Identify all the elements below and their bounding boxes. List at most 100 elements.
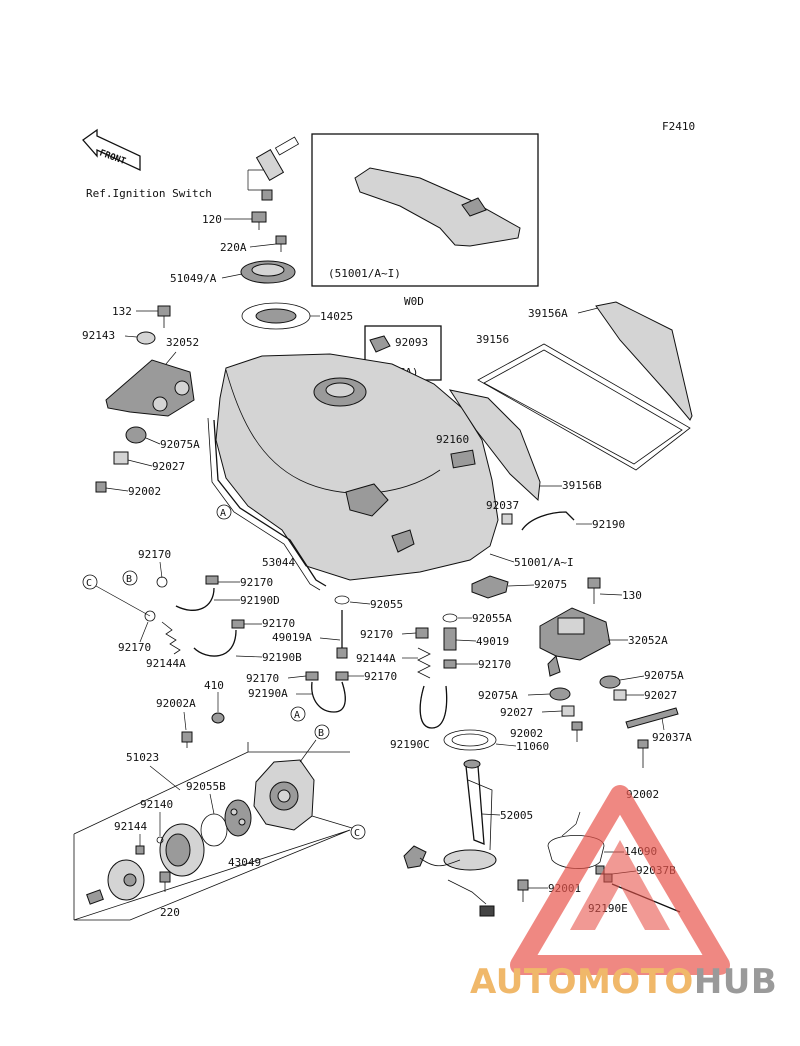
front-arrow-icon: FRONT [82,128,141,172]
label-39156A: 39156A [528,307,568,320]
svg-text:A: A [294,710,300,721]
fuel-cock-body-icon [253,739,353,831]
screw-92140-icon [156,836,164,844]
label-220A: 220A [220,241,247,254]
grommet-92075A-right-icon [599,675,621,689]
inset-note: W0D [404,295,424,308]
washer-410-icon [211,712,225,724]
gasket-43049-icon [224,799,252,837]
oring-92055-icon [334,595,350,605]
inset-label: (51001/A~I) [328,267,401,280]
callout-B-pump: B [314,724,330,740]
label-92093: 92093 [395,336,428,349]
callout-A-tank: A [216,504,232,520]
bolt-120-icon [251,211,267,230]
callout-B-left: B [122,570,138,586]
pad-39156B-icon [448,389,541,502]
label-92170-d: 92170 [262,617,295,630]
label-92143: 92143 [82,329,115,342]
label-92027-left: 92027 [152,460,185,473]
damper-92075-icon [471,575,509,599]
label-120: 120 [202,213,222,226]
bolt-92002A-icon [181,731,193,748]
label-92055B: 92055B [186,780,226,793]
label-92075: 92075 [534,578,567,591]
pump-assembly-box [73,742,351,921]
clamp-92170-e-icon [415,627,429,639]
label-49019A: 49019A [272,631,312,644]
bolt-130-icon [587,577,601,604]
svg-text:B: B [126,574,132,585]
bolt-92002-mid-icon [571,721,583,742]
label-92170-a: 92170 [138,548,171,561]
svg-text:A: A [220,508,226,519]
clamp-92170-c-icon [144,610,156,622]
label-92075A-mid: 92075A [478,689,518,702]
pad-39156-icon [477,343,691,471]
fuel-tank-icon [215,353,499,581]
label-92144A-left: 92144A [146,657,186,670]
trim-strip-53044-icon [207,417,327,591]
svg-text:C: C [354,828,360,839]
label-92075A-right: 92075A [644,669,684,682]
collar-92027-right-icon [613,689,627,701]
clamp-92170-f-icon [443,659,457,669]
label-92140: 92140 [140,798,173,811]
valve-49019-icon [443,627,457,651]
label-92190B: 92190B [262,651,302,664]
label-92170-c: 92170 [118,641,151,654]
spring-92144A-right-icon [417,647,431,679]
label-39156B: 39156B [562,479,602,492]
hose-92190C-icon [419,685,448,729]
figure-code: F2410 [662,120,695,133]
spring-92144-icon [135,845,145,855]
label-92002-right: 92002 [626,788,659,801]
label-92170-e: 92170 [360,628,393,641]
gasket-11060-icon [443,729,497,751]
label-92037A: 92037A [652,731,692,744]
label-220: 220 [160,906,180,919]
clamp-92170-d-icon [231,619,245,629]
label-92160: 92160 [436,433,469,446]
label-92190A: 92190A [248,687,288,700]
clamp-92170-a-icon [156,576,168,588]
label-92027-mid: 92027 [500,706,533,719]
cover-inset: (51001/A~I) [311,133,539,287]
label-39156: 39156 [476,333,509,346]
watermark-triangle-icon [510,785,730,975]
label-14025: 14025 [320,310,353,323]
label-92170-g: 92170 [246,672,279,685]
label-51049A: 51049/A [170,272,217,285]
label-92002A: 92002A [156,697,196,710]
filler-cap-icon [240,260,296,284]
label-92002-left: 92002 [128,485,161,498]
label-plate-92160-icon [450,449,476,469]
bolt-92001-icon [517,879,529,902]
filter-clamp-14090-icon [547,811,605,869]
clamp-92170-h-icon [335,671,349,681]
label-11060: 11060 [516,740,549,753]
label-32052A: 32052A [628,634,668,647]
label-92144: 92144 [114,820,147,833]
label-51001AI: 51001/A~I [514,556,574,569]
lever-knob-icon [86,859,145,905]
cap-gasket-icon [241,302,311,330]
label-92037: 92037 [486,499,519,512]
front-arrow-label: FRONT [98,148,127,167]
hose-92190B-icon [193,629,237,657]
hose-92190-icon [521,511,575,531]
label-130: 130 [622,589,642,602]
clamp-92037-icon [501,513,513,525]
bracket-32052-icon [105,359,195,417]
label-43049: 43049 [228,856,261,869]
clamp-92170-g-icon [305,671,319,681]
label-92055A: 92055A [472,612,512,625]
hose-92190A-icon [311,681,346,713]
label-92027-right: 92027 [644,689,677,702]
bolt-92002-right-icon [637,739,649,768]
cock-cover-icon [159,823,205,877]
hose-92190D-icon [175,587,215,611]
svg-text:C: C [86,578,92,589]
watermark-text-a: AUTOMOTO [470,962,694,1002]
bolt-92002-icon [95,481,107,493]
